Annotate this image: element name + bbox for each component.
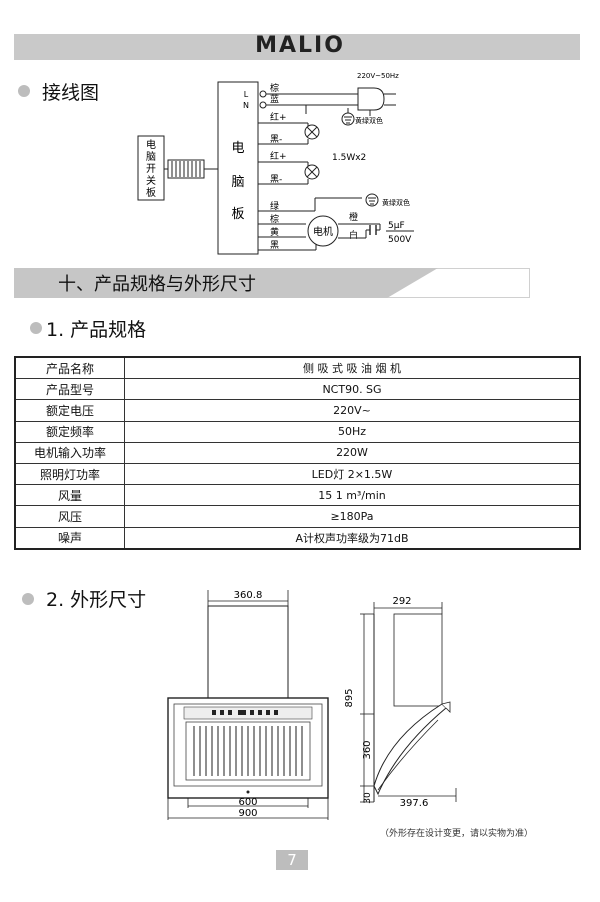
spec-value: 220W	[124, 441, 581, 464]
wire-red-2: 红+	[270, 150, 287, 162]
section-bar	[14, 268, 438, 298]
spec-key: 额定频率	[14, 420, 125, 443]
spec-value: 220V~	[124, 399, 581, 422]
switch-label-0: 电	[146, 138, 156, 151]
side-view-drawing: 292 895 360 30 397.6	[344, 596, 457, 809]
wire-red-1: 红+	[270, 111, 287, 123]
spec-key: 风压	[14, 505, 125, 528]
terminal-N: N	[243, 101, 249, 110]
dim-side-30: 30	[363, 792, 373, 804]
dim-side-895: 895	[344, 688, 355, 707]
dim-side-360: 360	[362, 740, 373, 759]
ground-label-2: 黄绿双色	[382, 198, 410, 207]
design-note: （外形存在设计变更，请以实物为准）	[380, 829, 534, 839]
section-10-title: 十、产品规格与外形尺寸	[58, 274, 256, 295]
wire-brown: 棕	[270, 82, 279, 94]
power-label: 220V~50Hz	[357, 72, 399, 80]
spec-key: 电机输入功率	[14, 441, 125, 464]
spec-value: NCT90. SG	[124, 378, 581, 401]
control-panel	[183, 706, 313, 720]
wire-orange: 橙	[349, 211, 358, 223]
cap-top: 5μF	[388, 221, 405, 231]
spec-value: 15 1 m³/min	[124, 484, 581, 507]
wire-yellow: 黄	[270, 226, 279, 238]
page-number: 7	[276, 850, 308, 870]
ground-label-1: 黄绿双色	[355, 116, 383, 125]
spec-value: ≥180Pa	[124, 505, 581, 528]
switch-label-2: 开	[146, 164, 156, 175]
wire-black-2: 黑-	[270, 174, 282, 185]
board-label-2: 板	[231, 207, 244, 222]
ground-icon-2	[365, 193, 379, 207]
wire-black-3: 黑	[270, 240, 279, 251]
header-bar	[14, 34, 580, 60]
table-row: 产品名称侧 吸 式 吸 油 烟 机	[14, 356, 581, 380]
bullet-icon	[30, 322, 42, 334]
spec-key: 风量	[14, 484, 125, 507]
spec-key: 产品名称	[14, 356, 125, 380]
spec-value: 侧 吸 式 吸 油 烟 机	[124, 356, 581, 380]
chimney-shape	[207, 605, 289, 699]
spec-value: LED灯 2×1.5W	[124, 462, 581, 486]
spec-value: 50Hz	[124, 420, 581, 443]
wiring-title: 接线图	[42, 82, 100, 104]
switch-label-1: 脑	[146, 150, 156, 163]
motor-icon	[307, 215, 339, 247]
motor-label: 电机	[313, 225, 333, 238]
lamp-power: 1.5Wx2	[332, 153, 366, 163]
main-board-box	[217, 81, 259, 255]
dimensions-title: 2. 外形尺寸	[46, 589, 147, 611]
spec-key: 照明灯功率	[14, 462, 125, 486]
wire-black-1: 黑-	[270, 134, 282, 145]
switch-board-box	[137, 135, 165, 201]
table-row: 风压≥180Pa	[14, 505, 581, 528]
chimney-side	[393, 613, 443, 707]
bullet-icon	[22, 593, 34, 605]
wire-green: 绿	[270, 200, 279, 212]
spec-key: 产品型号	[14, 378, 125, 401]
brand-logo: MALIO	[255, 33, 345, 58]
dim-side-top: 292	[392, 596, 411, 607]
wiring-diagram: 电 脑 开 关 板 电 脑 板 L N 棕 蓝 220V~50Hz 黄绿双色 红…	[137, 72, 414, 255]
specs-title: 1. 产品规格	[46, 319, 147, 341]
terminal-L: L	[244, 90, 249, 99]
wire-blue: 蓝	[270, 93, 279, 105]
dim-front-600: 600	[238, 797, 257, 808]
wire-brown-2: 棕	[270, 213, 279, 225]
dim-front-900: 900	[238, 808, 257, 819]
board-label-0: 电	[231, 141, 244, 156]
cap-bottom: 500V	[388, 235, 412, 245]
board-label-1: 脑	[231, 175, 244, 190]
wire-white: 白	[349, 229, 358, 241]
switch-label-3: 关	[146, 174, 156, 187]
dim-front-top: 360.8	[234, 590, 263, 601]
ribbon-cable	[167, 159, 205, 179]
spec-key: 额定电压	[14, 399, 125, 422]
front-view-drawing: 360.8 600 900	[167, 590, 329, 820]
spec-key: 噪声	[14, 526, 125, 550]
bullet-icon	[18, 85, 30, 97]
spec-value: A计权声功率级为71dB	[124, 526, 581, 550]
switch-label-4: 板	[146, 186, 156, 199]
dim-side-397: 397.6	[400, 798, 429, 809]
